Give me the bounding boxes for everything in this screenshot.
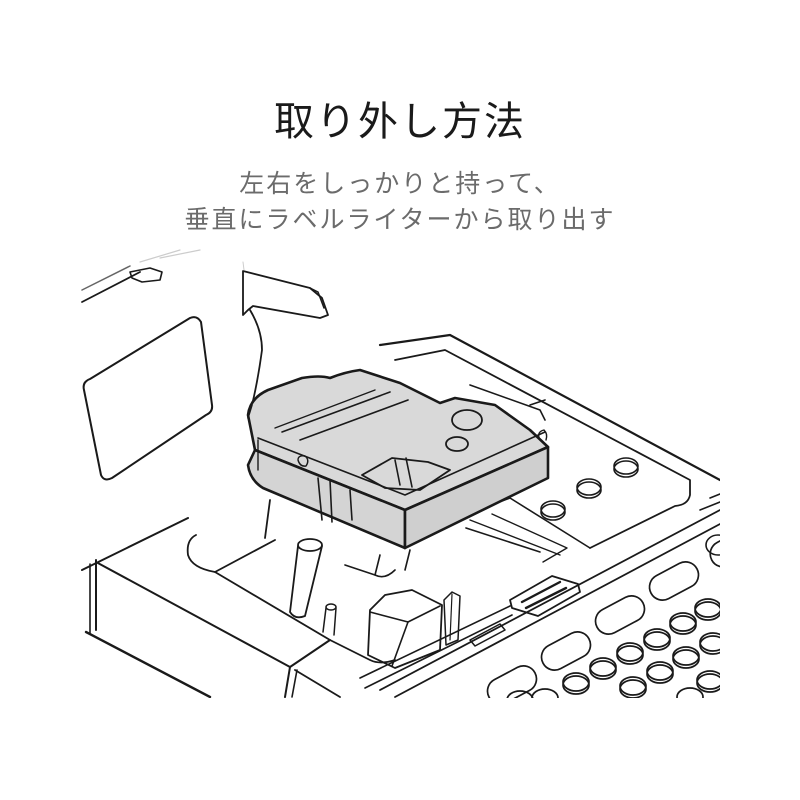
tape-window [361,457,451,491]
page-title: 取り外し方法 [274,99,526,145]
cartridge-removal-illustration [80,248,720,698]
lid-arm [242,261,329,406]
label-writer-top-panel [378,333,720,549]
cartridge-compartment [186,499,461,669]
tape-exit-slot [359,497,720,698]
function-buttons [540,457,720,556]
cartridge-hub-small [445,436,469,452]
display-window [82,316,214,481]
instruction-text: 左右をしっかりと持って、 垂直にラベルライターから取り出す [0,166,800,238]
tape-cartridge [246,368,550,550]
cutter-slider [509,575,581,617]
open-lid [81,249,214,481]
instruction-line-2: 垂直にラベルライターから取り出す [184,205,616,234]
instruction-line-1: 左右をしっかりと持って、 [239,169,561,198]
cartridge-hub-large [451,409,483,431]
guide-block [367,589,443,669]
keypad [486,538,720,698]
spindle-post [297,538,323,552]
label-writer-body [81,517,341,698]
